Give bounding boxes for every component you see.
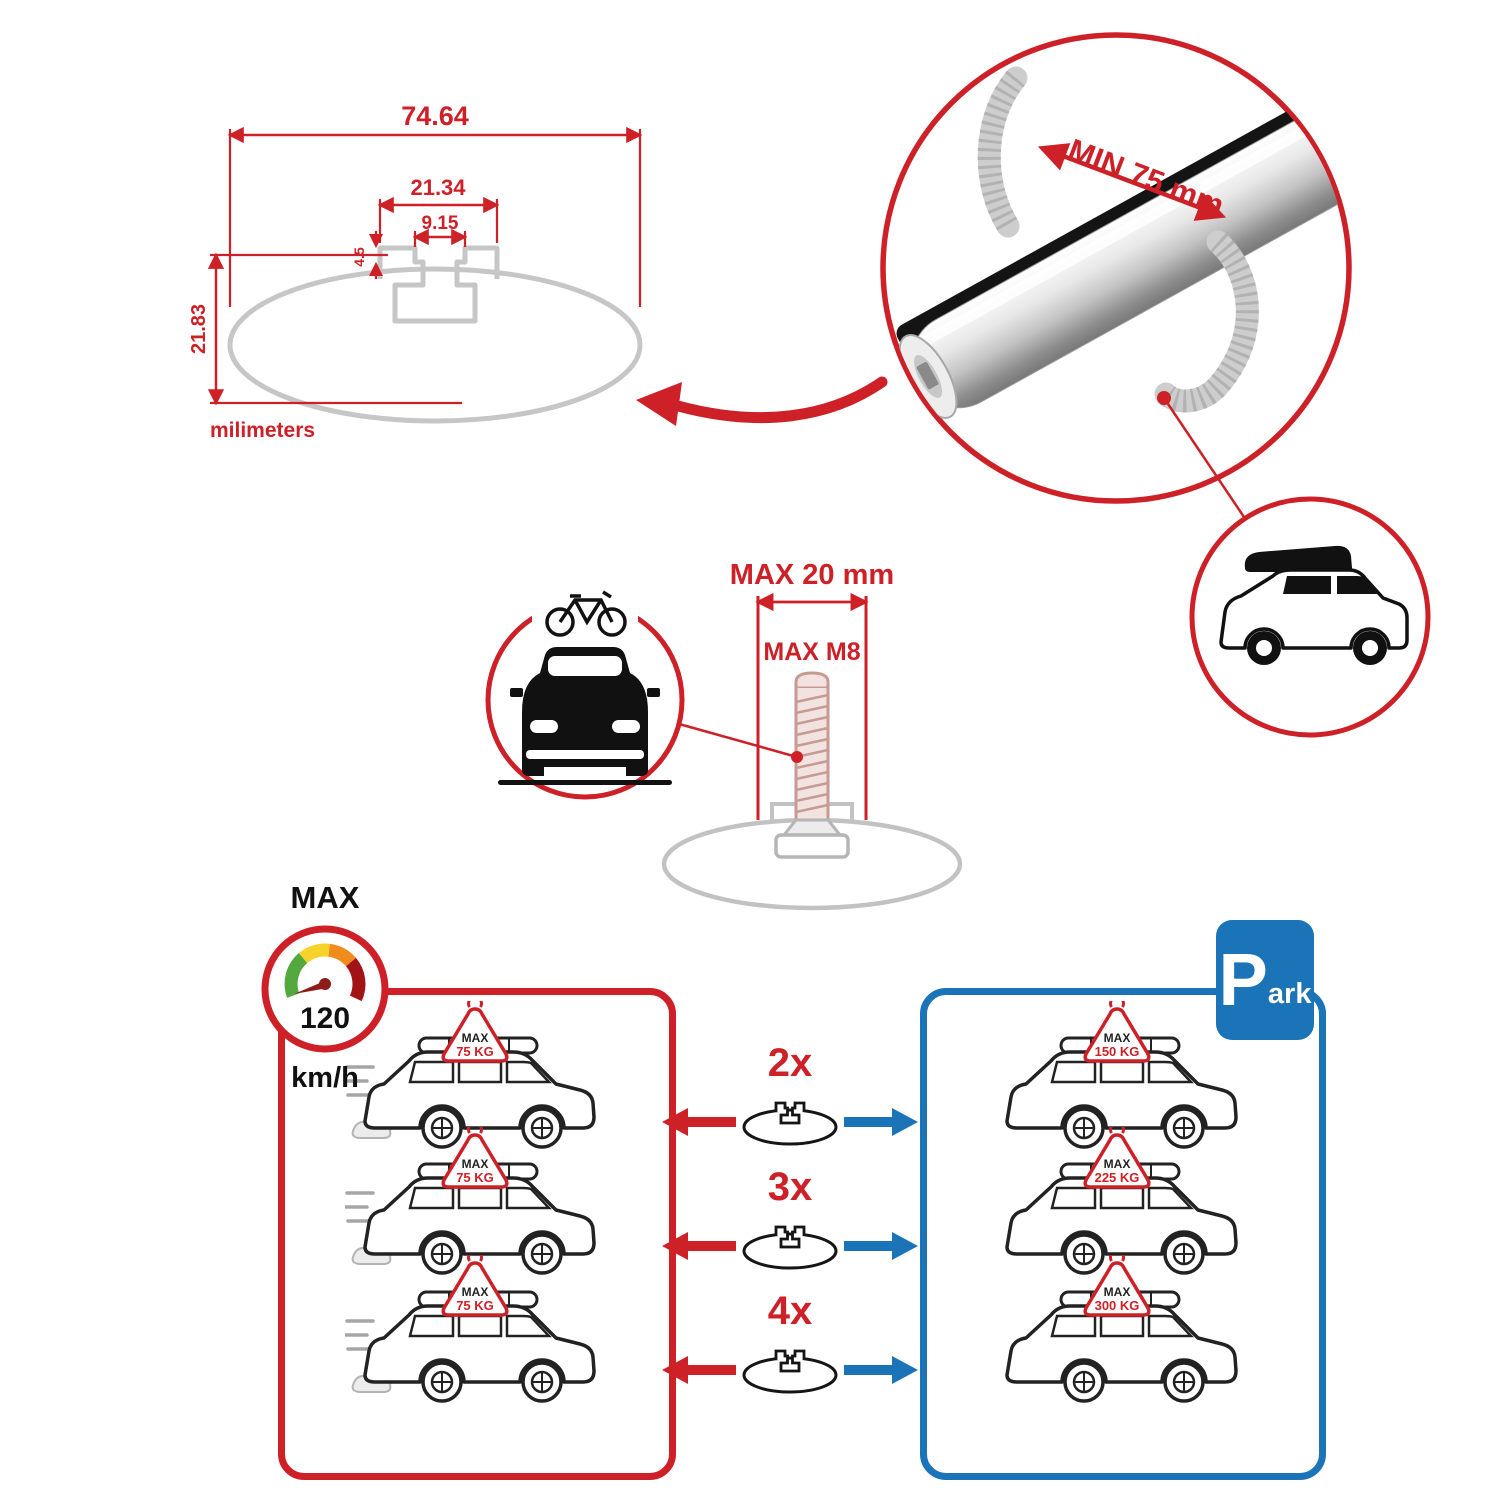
speedometer-icon: 120 — [261, 925, 389, 1053]
qty-label: 3x — [767, 1165, 813, 1209]
t-slot-channel-outline — [377, 245, 500, 324]
dim-slot-outer-label: 21.34 — [410, 175, 466, 200]
arrow-strip — [661, 1342, 919, 1398]
dim-height-label: 21.83 — [188, 304, 210, 354]
load-badge: MAX 75 KG — [441, 1127, 509, 1189]
min-span-arrow — [1037, 143, 1227, 221]
car-front-icon — [498, 647, 672, 785]
max-width-label: MAX 20 mm — [730, 559, 894, 591]
bolt-callout-dot — [791, 751, 803, 763]
badge-title: MAX — [462, 1031, 489, 1045]
load-badge: MAX 300 KG — [1083, 1255, 1151, 1317]
extension-lines-height — [210, 253, 462, 405]
crossbar-profile-icon — [742, 1349, 838, 1394]
badge-load: 75 KG — [456, 1298, 494, 1313]
clamp-hook-left — [977, 66, 1028, 238]
badge-title: MAX — [462, 1157, 489, 1171]
load-badge: MAX 150 KG — [1083, 1001, 1151, 1063]
dim-slot-opening-label: 9.15 — [422, 213, 459, 234]
dim-width-label: 74.64 — [401, 101, 469, 131]
parking-letter: P — [1218, 938, 1268, 1021]
left-arrow-icon — [662, 1108, 736, 1136]
hook-icon — [467, 1127, 483, 1134]
speed-unit-label: km/h — [291, 1062, 359, 1094]
badge-load: 75 KG — [456, 1044, 494, 1059]
dim-lip-label: 4.5 — [351, 247, 367, 267]
left-arrow-icon — [662, 1356, 736, 1384]
parked-row-1: MAX 150 KG — [927, 1001, 1319, 1157]
lead-arrow-icon — [636, 376, 888, 426]
arrow-strip — [661, 1218, 919, 1274]
load-badge: MAX 75 KG — [441, 1255, 509, 1317]
driving-row-3: MAX 75 KG — [285, 1255, 669, 1411]
speed-max-label: MAX — [290, 880, 360, 915]
crossbar-profile-icon — [742, 1225, 838, 1270]
qty-row-2x: 2x — [661, 1040, 919, 1170]
bar-profile-outline — [227, 266, 643, 424]
driving-row-1: MAX 75 KG — [285, 1001, 669, 1157]
hook-icon — [1109, 1127, 1125, 1134]
badge-load: 150 KG — [1095, 1044, 1140, 1059]
suv-roofbox-icon — [1219, 545, 1409, 665]
roof-box — [1244, 545, 1352, 572]
badge-title: MAX — [1104, 1285, 1131, 1299]
parking-suffix: ark — [1267, 977, 1312, 1010]
parked-row-2: MAX 225 KG — [927, 1127, 1319, 1283]
load-badge: MAX 75 KG — [441, 1001, 509, 1063]
badge-load: 300 KG — [1095, 1298, 1140, 1313]
right-arrow-icon — [844, 1356, 918, 1384]
clamp-hook-right — [1154, 230, 1259, 413]
qty-label: 4x — [767, 1289, 813, 1333]
roofbox-car-circle — [1189, 496, 1431, 738]
extension-lines-width — [228, 129, 642, 307]
bolt-dim-lines — [756, 596, 868, 820]
badge-load: 75 KG — [456, 1170, 494, 1185]
bike-car-circle — [485, 580, 685, 800]
right-arrow-icon — [844, 1232, 918, 1260]
crossbar-detail-circle: MIN 75 mm — [880, 32, 1352, 504]
t-bolt-icon — [774, 671, 850, 859]
max-bolt-label: MAX M8 — [763, 638, 860, 666]
crossbar-profile-icon — [742, 1101, 838, 1146]
badge-load: 225 KG — [1095, 1170, 1140, 1185]
qty-row-4x: 4x — [661, 1288, 919, 1418]
bicycle-icon — [545, 590, 627, 637]
badge-title: MAX — [1104, 1157, 1131, 1171]
speed-value: 120 — [300, 1002, 350, 1035]
driving-row-2: MAX 75 KG — [285, 1127, 669, 1283]
hook-icon — [1109, 1001, 1125, 1008]
hook-icon — [1109, 1255, 1125, 1262]
qty-label: 2x — [767, 1041, 813, 1085]
bolt-detail-diagram: MAX 20 mm MAX M8 — [485, 559, 963, 911]
hook-icon — [467, 1255, 483, 1262]
badge-title: MAX — [462, 1285, 489, 1299]
ghost-slot-outline — [770, 802, 854, 822]
left-arrow-icon — [662, 1232, 736, 1260]
load-badge: MAX 225 KG — [1083, 1127, 1151, 1189]
driving-load-panel: MAX 75 KG MAX 75 KG MAX 75 KG — [278, 988, 676, 1480]
qty-row-3x: 3x — [661, 1164, 919, 1294]
arrow-strip — [661, 1094, 919, 1150]
hook-icon — [467, 1001, 483, 1008]
parked-load-panel: MAX 150 KG MAX 225 KG MAX 300 KG — [920, 988, 1326, 1480]
unit-label: milimeters — [210, 419, 315, 442]
right-arrow-icon — [844, 1108, 918, 1136]
crossbar-render — [896, 84, 1347, 419]
parked-row-3: MAX 300 KG — [927, 1255, 1319, 1411]
badge-title: MAX — [1104, 1031, 1131, 1045]
cross-section-diagram: 74.64 21.34 9.15 4.5 21.83 milimeters — [188, 101, 643, 442]
